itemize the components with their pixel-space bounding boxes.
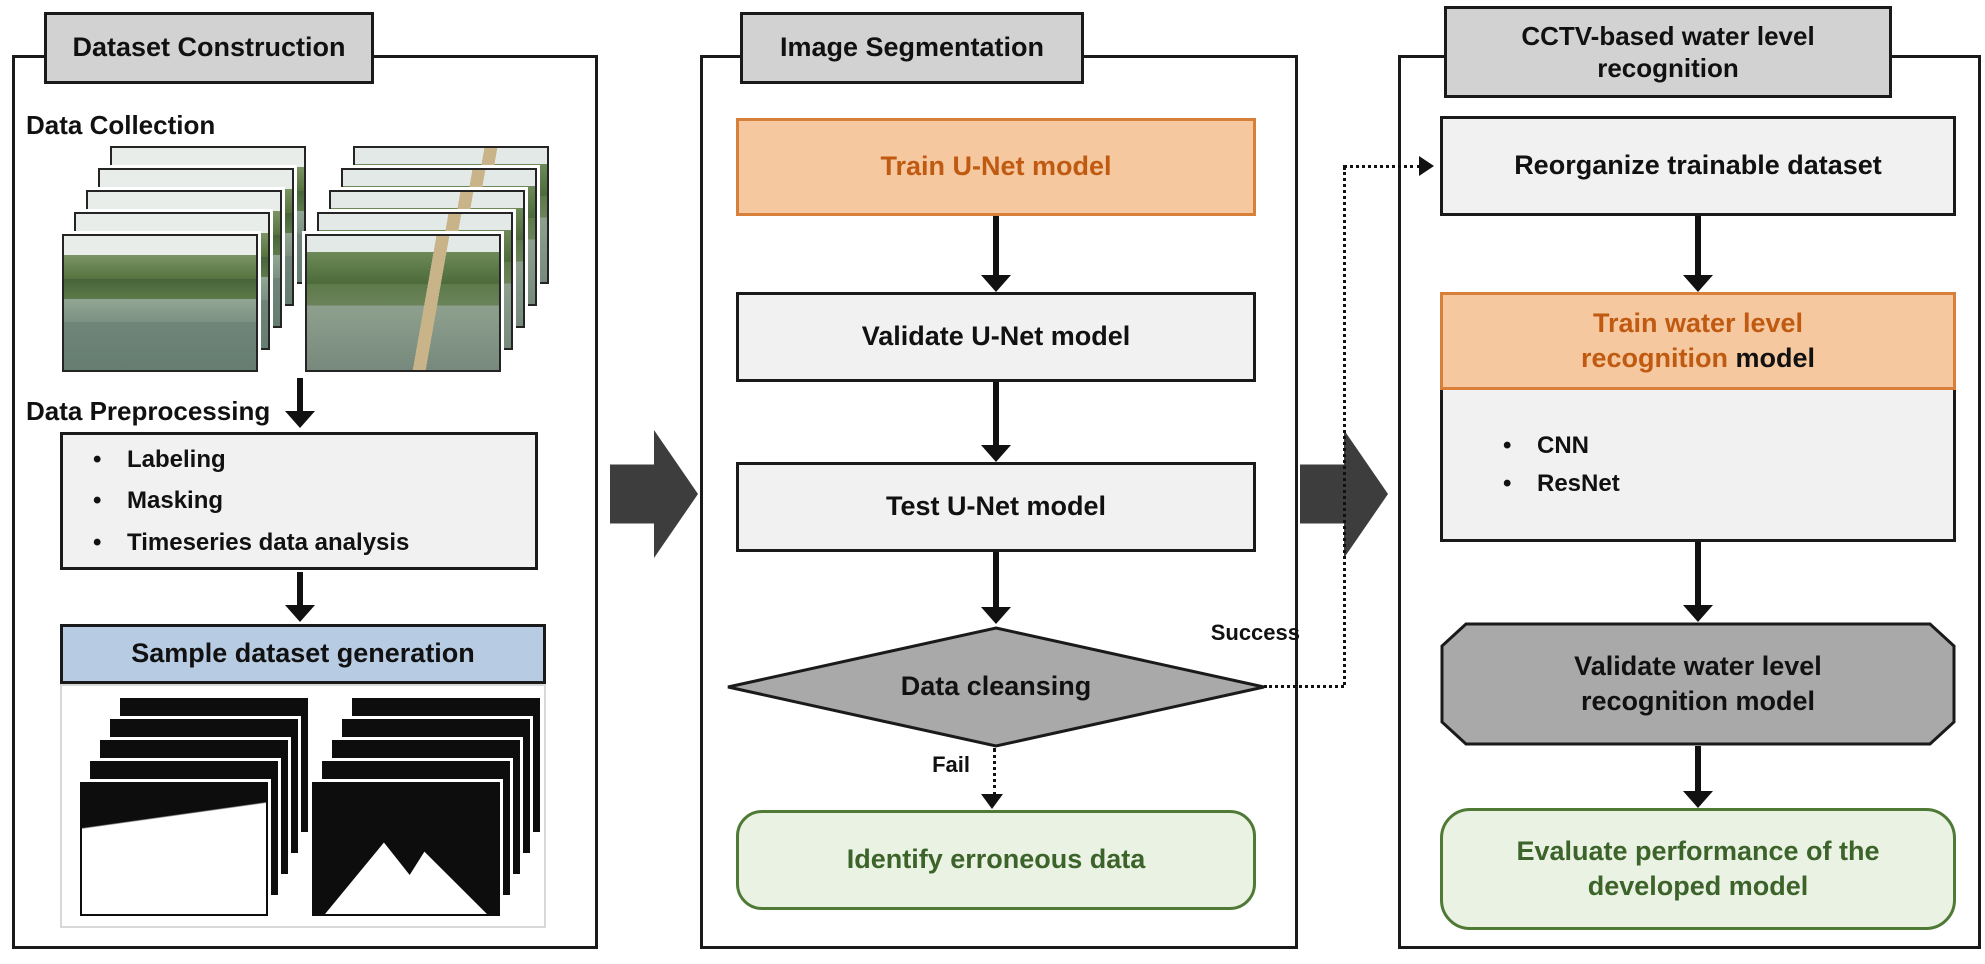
train-unet-box: Train U-Net model [736, 118, 1256, 216]
model-type-item: CNN [1503, 430, 1953, 461]
down-arrow [1681, 216, 1715, 292]
down-arrow [979, 382, 1013, 462]
mask-image [309, 779, 503, 919]
validate-water-level-label-wrap: Validate water level recognition model [1440, 622, 1956, 746]
data-cleansing-label: Data cleansing [900, 671, 1092, 702]
sample-dataset-generation-box: Sample dataset generation [60, 624, 546, 684]
preprocessing-steps-box: Labeling Masking Timeseries data analysi… [60, 432, 538, 570]
fail-label: Fail [932, 752, 970, 777]
model-types-box: CNN ResNet [1440, 390, 1956, 542]
dataset-construction-title-label: Dataset Construction [72, 32, 346, 63]
evaluate-performance-box: Evaluate performance of the developed mo… [1440, 808, 1956, 930]
success-label: Success [1210, 620, 1300, 645]
identify-erroneous-data-box: Identify erroneous data [736, 810, 1256, 910]
evaluate-performance-label: Evaluate performance of the developed mo… [1516, 835, 1880, 901]
image-segmentation-title-label: Image Segmentation [779, 32, 1045, 63]
mask-image [77, 779, 271, 919]
water-level-recognition-title: CCTV-based water level recognition [1444, 6, 1892, 98]
cctv-photo-stack-right [302, 143, 552, 375]
train-water-level-label-wrap: Train water level recognition model [1538, 306, 1858, 376]
cctv-photo [59, 231, 261, 375]
data-preprocessing-label: Data Preprocessing [26, 396, 271, 426]
data-collection-label: Data Collection [26, 110, 216, 140]
preprocessing-item: Labeling [93, 444, 535, 475]
data-cleansing-diamond [727, 626, 1265, 748]
dataset-construction-title: Dataset Construction [44, 12, 374, 84]
down-arrow [979, 552, 1013, 624]
down-arrow [283, 378, 317, 428]
data-cleansing-label-wrap: Data cleansing [724, 624, 1268, 750]
dotted-connector-success [1264, 685, 1344, 688]
validate-unet-label: Validate U-Net model [861, 321, 1131, 352]
down-arrow [283, 572, 317, 622]
mask-image-stack-right [309, 695, 543, 919]
down-arrow [1681, 746, 1715, 808]
dotted-arrowhead-down [981, 794, 1003, 809]
test-unet-label: Test U-Net model [885, 491, 1107, 522]
train-unet-label: Train U-Net model [880, 151, 1112, 182]
model-type-item: ResNet [1503, 468, 1953, 499]
mask-image-stack-left [77, 695, 311, 919]
preprocessing-item: Timeseries data analysis [93, 527, 535, 558]
train-water-level-box: Train water level recognition model [1440, 292, 1956, 390]
water-level-recognition-title-label: CCTV-based water level recognition [1521, 20, 1815, 84]
validate-water-level-label: Validate water level recognition model [1574, 650, 1822, 716]
identify-erroneous-data-label: Identify erroneous data [846, 844, 1146, 875]
train-water-level-label: Train water level recognition [1580, 307, 1804, 373]
preprocessing-list: Labeling Masking Timeseries data analysi… [63, 435, 535, 567]
dotted-connector-success [1343, 165, 1421, 168]
validate-water-level-shape [1440, 622, 1956, 746]
down-arrow [979, 216, 1013, 292]
dotted-connector-success [1343, 167, 1346, 685]
dotted-connector-fail [993, 748, 996, 796]
down-arrow [1681, 542, 1715, 622]
cctv-photo-stack-left [59, 143, 309, 375]
reorganize-dataset-label: Reorganize trainable dataset [1514, 150, 1882, 181]
dotted-arrowhead-right [1419, 156, 1434, 176]
reorganize-dataset-box: Reorganize trainable dataset [1440, 116, 1956, 216]
train-water-level-model-word: model [1727, 343, 1815, 373]
model-types-list: CNN ResNet [1443, 390, 1953, 539]
preprocessing-item: Masking [93, 485, 535, 516]
image-segmentation-title: Image Segmentation [740, 12, 1084, 84]
validate-unet-box: Validate U-Net model [736, 292, 1256, 382]
panel-transition-arrow [610, 430, 698, 558]
sample-dataset-generation-label: Sample dataset generation [131, 638, 475, 669]
test-unet-box: Test U-Net model [736, 462, 1256, 552]
cctv-photo [302, 231, 504, 375]
